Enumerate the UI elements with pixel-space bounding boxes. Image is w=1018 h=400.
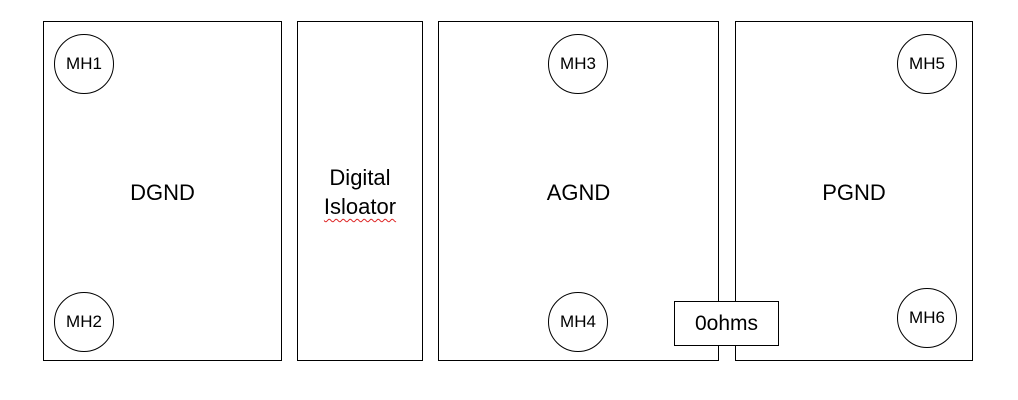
isolator-line-1: Digital (329, 165, 391, 190)
mounting-hole-mh4: MH4 (548, 292, 608, 352)
mounting-hole-mh2: MH2 (54, 292, 114, 352)
digital-isolator-label: Digital Isloator (298, 163, 422, 221)
mounting-hole-mh6: MH6 (897, 288, 957, 348)
agnd-label: AGND (546, 180, 611, 205)
zero-ohm-bridge: 0ohms (674, 301, 779, 346)
mounting-hole-mh5: MH5 (897, 34, 957, 94)
pgnd-label: PGND (822, 180, 886, 205)
mounting-hole-mh3: MH3 (548, 34, 608, 94)
digital-isolator-region: Digital Isloator (297, 21, 423, 361)
isolator-line-2: Isloator (323, 194, 397, 219)
dgnd-label: DGND (130, 180, 195, 205)
mounting-hole-mh1: MH1 (54, 34, 114, 94)
